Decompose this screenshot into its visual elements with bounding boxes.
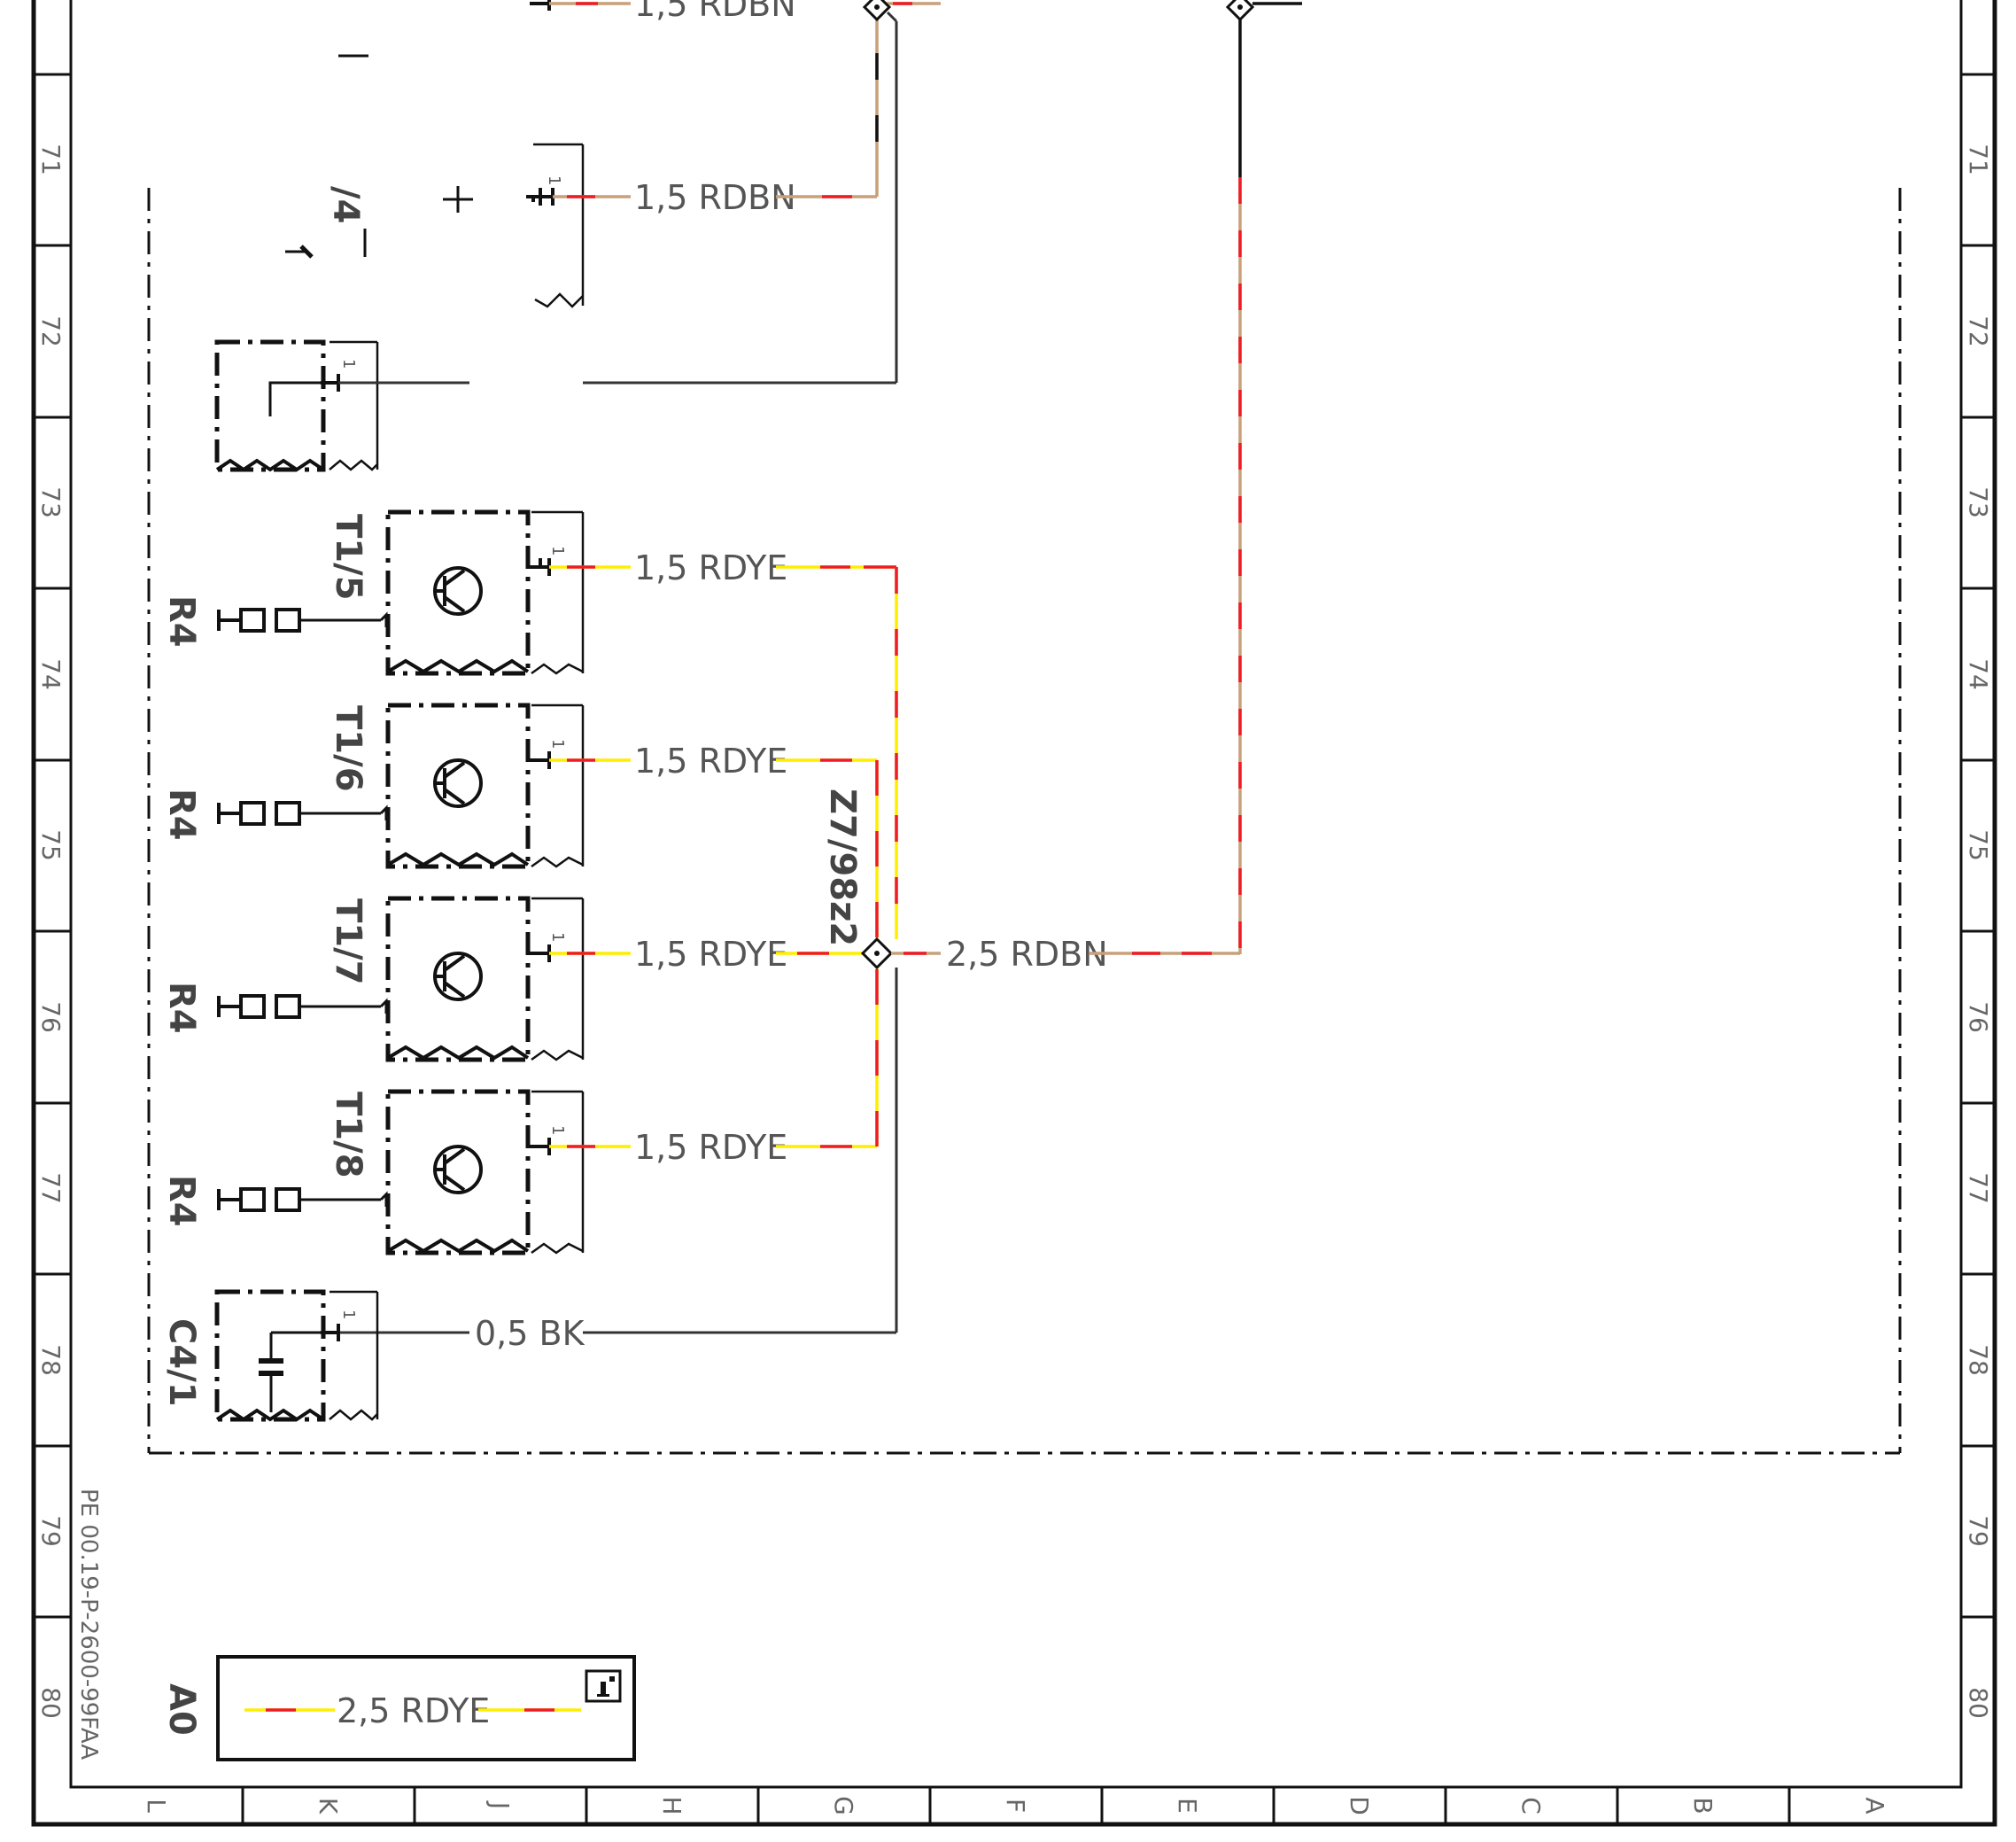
component-label-r4: R4 [161, 982, 202, 1034]
document-id: PE 00.19-P-2600-99FAA [75, 1488, 102, 1760]
row-label: 74 [1964, 658, 1993, 690]
component-label-r4: R4 [161, 595, 202, 648]
r4-connector-1 [217, 608, 388, 633]
pin-number: 1 [339, 359, 358, 369]
column-label: D [1345, 1796, 1374, 1815]
wire-label: 1,5 RDYE [634, 742, 787, 781]
r4-connector-4 [217, 1187, 388, 1212]
pin-number: 1 [548, 932, 567, 942]
pin-number: 1 [548, 739, 567, 749]
a0-module: 2,5 RDYE [216, 1655, 636, 1761]
row-label: 80 [36, 1687, 66, 1719]
wire-rdye-t1-7: 1,5 RDYE [549, 935, 865, 974]
transistor-symbol [433, 758, 483, 808]
pin-number: 1 [545, 175, 563, 185]
row-label: 71 [36, 144, 66, 175]
row-label: 76 [1964, 1001, 1993, 1033]
row-label: 72 [36, 315, 66, 347]
splice-diamond [862, 0, 892, 22]
component-label-t1-6: T1/6 [328, 705, 368, 792]
column-label: E [1173, 1798, 1202, 1814]
row-label: 76 [36, 1001, 66, 1033]
transistor-symbol [433, 952, 483, 1001]
row-label: 79 [1964, 1515, 1993, 1547]
wire-label: 0,5 BK [475, 1314, 585, 1353]
column-label: B [1688, 1797, 1717, 1814]
column-label: H [657, 1796, 686, 1815]
splice-diamond [1225, 0, 1302, 22]
row-label: 75 [36, 829, 66, 861]
column-label: L [142, 1799, 171, 1813]
wire-bk-c4: 0,5 BK [338, 968, 898, 1354]
component-label-t1-8: T1/8 [328, 1092, 368, 1178]
transistor-module-t1-7 [385, 896, 585, 1062]
column-label: G [829, 1796, 858, 1815]
component-label-a0: A0 [161, 1683, 202, 1736]
column-label: C [1516, 1797, 1546, 1815]
transistor-module-t1-5 [385, 509, 585, 676]
wire-rdye-t1-8: 1,5 RDYE [549, 962, 879, 1167]
row-label: 79 [36, 1515, 66, 1547]
splice-z7 [860, 937, 894, 970]
pin-number: 1 [548, 1125, 567, 1135]
wire-rdye-t1-5: 1,5 RDYE [549, 548, 898, 939]
drawing-frame [31, 0, 1997, 1827]
column-labels: L K J H G F E D C B A [142, 1796, 1889, 1815]
connector-pin [526, 188, 554, 206]
row-label: 77 [36, 1172, 66, 1204]
wire-rdbn-main: 2,5 RDBN [891, 935, 1240, 974]
component-72-box [214, 339, 469, 472]
pin-number: 1 [339, 1310, 358, 1319]
transistor-module-t1-6 [385, 703, 585, 869]
module-boundary [147, 188, 1902, 1455]
top-partial-connector [285, 0, 585, 308]
wire-label: 1,5 RDYE [634, 1128, 787, 1167]
row-label: 74 [36, 658, 66, 690]
wire-ground-gray [583, 11, 898, 385]
wire-label: 1,5 RDYE [634, 935, 787, 974]
wire-label: 2,5 RDBN [946, 935, 1108, 974]
transistor-module-t1-8 [385, 1089, 585, 1255]
row-labels-right: 71 72 73 74 75 76 77 78 79 80 [1964, 144, 1993, 1719]
wire-top-rdbn: 1,5 RDBN [549, 0, 796, 24]
row-label: 72 [1964, 315, 1993, 347]
r4-connector-3 [217, 994, 388, 1019]
capacitor-symbol [259, 1331, 321, 1412]
column-label: A [1860, 1797, 1889, 1814]
row-labels-left: 71 72 73 74 75 76 77 78 79 80 [36, 144, 66, 1719]
row-label: 78 [36, 1344, 66, 1376]
component-label-t1-7: T1/7 [328, 898, 368, 985]
transistor-symbol [433, 1145, 483, 1194]
wire-label: 1,5 RDBN [634, 0, 796, 24]
row-label: 77 [1964, 1172, 1993, 1204]
pin-number: 1 [548, 546, 567, 556]
row-label: 78 [1964, 1344, 1993, 1376]
transistor-symbol [433, 566, 483, 616]
column-label: F [1001, 1799, 1030, 1813]
column-label: J [485, 1800, 515, 1809]
capacitor-module-c4-1 [214, 1289, 379, 1422]
component-label-r4: R4 [161, 1175, 202, 1227]
wire-label: 1,5 RDBN [634, 178, 796, 217]
row-label: 73 [36, 486, 66, 518]
component-label-r4: R4 [161, 789, 202, 841]
component-label-t1-5: T1/5 [328, 514, 368, 601]
splice-label-z7: Z7/98z2 [822, 789, 863, 946]
row-label: 80 [1964, 1687, 1993, 1719]
row-label: 73 [1964, 486, 1993, 518]
wire-rdbn-4: 1,5 RDBN [553, 16, 879, 217]
row-label: 71 [1964, 144, 1993, 175]
r4-connector-2 [217, 801, 388, 826]
row-label: 75 [1964, 829, 1993, 861]
wire-rdye-t1-6: 1,5 RDYE [549, 742, 879, 944]
wire-label: 1,5 RDYE [634, 548, 787, 587]
component-label-c4-1: C4/1 [161, 1318, 202, 1407]
info-icon [585, 1669, 622, 1703]
column-label: K [314, 1798, 343, 1815]
wire-label: 2,5 RDYE [337, 1691, 490, 1730]
component-label-partial: /4 [325, 186, 366, 223]
